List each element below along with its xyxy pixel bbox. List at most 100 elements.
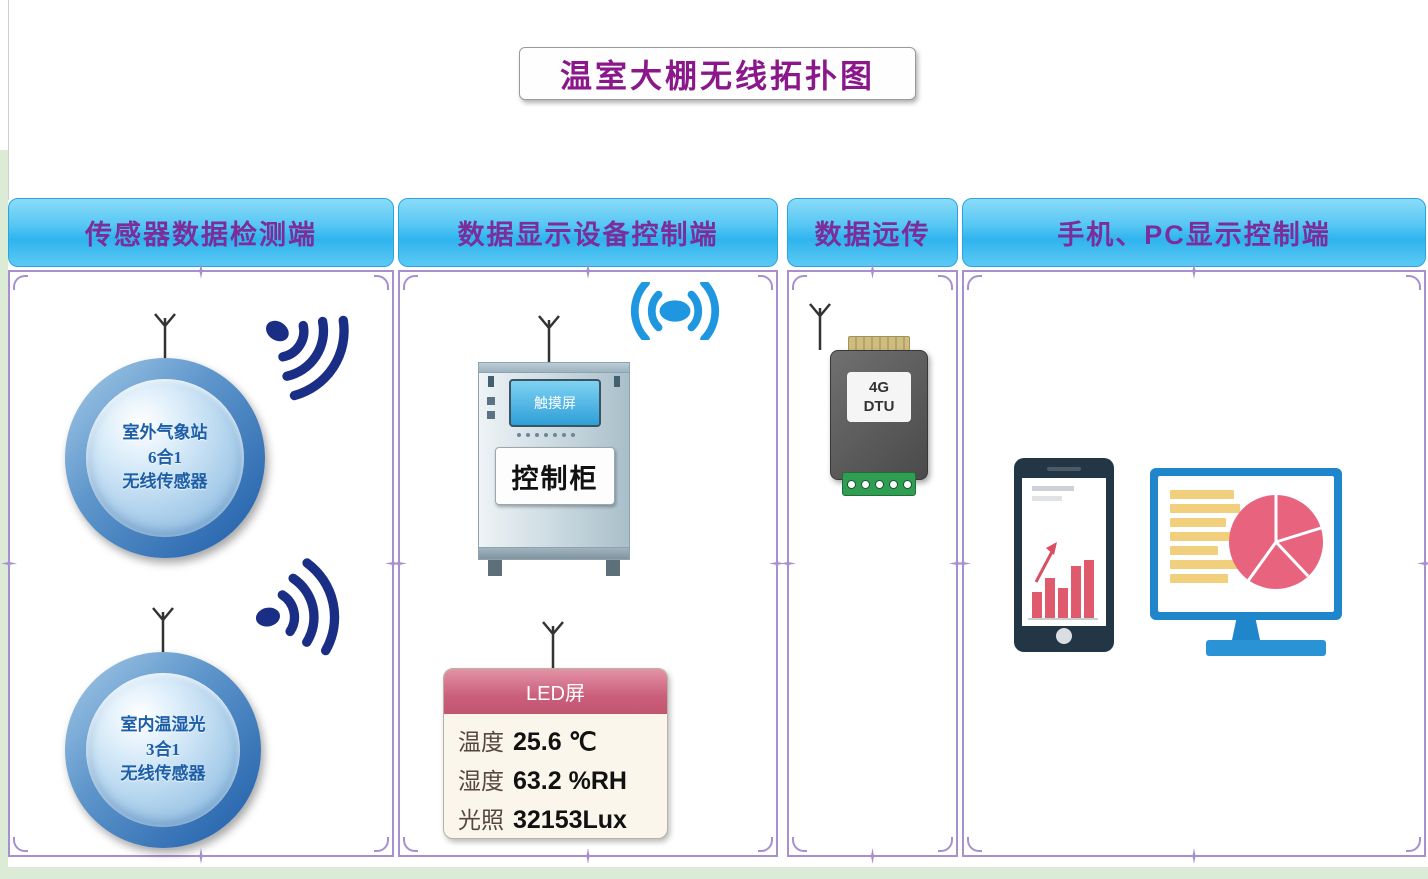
cabinet-side-button (487, 411, 495, 419)
cabinet-bolt (488, 376, 494, 387)
frame-star-ornament (580, 848, 596, 864)
cabinet-bolt (614, 376, 620, 387)
frame-corner-ornament (792, 275, 807, 290)
frame-corner-ornament (1406, 837, 1421, 852)
outdoor-weather-sensor-label: 室外气象站 6合1 无线传感器 (123, 421, 208, 495)
cabinet-vent-dots (517, 433, 575, 437)
frame-corner-ornament (374, 837, 389, 852)
antenna-icon (154, 313, 176, 360)
frame-corner-ornament (374, 275, 389, 290)
frame-corner-ornament (938, 275, 953, 290)
broadcast-signal-icon (630, 282, 720, 340)
frame-star-ornament (1186, 848, 1202, 864)
led-display-panel: LED屏 温度 25.6 ℃ 湿度 63.2 %RH 光照 32153Lux (443, 668, 668, 839)
light-value: 32153Lux (513, 806, 627, 834)
left-edge-strip (0, 150, 8, 879)
monitor-text-line (1170, 490, 1234, 499)
temperature-value: 25.6 ℃ (513, 728, 597, 756)
sensor-label-line: 室内温湿光 (120, 715, 206, 735)
humidity-label: 湿度 (458, 769, 504, 794)
sensor-label-line: 无线传感器 (120, 764, 206, 784)
led-display-header: LED屏 (444, 669, 667, 714)
outdoor-weather-sensor-face: 室外气象站 6合1 无线传感器 (86, 379, 244, 537)
temperature-label: 温度 (458, 730, 504, 755)
header-phone-pc: 手机、PC显示控制端 (962, 198, 1426, 267)
terminal-screw (860, 479, 870, 489)
phone-home-button (1056, 628, 1072, 644)
monitor-pie-chart (1229, 495, 1323, 589)
antenna-icon (538, 315, 560, 362)
frame-corner-ornament (1406, 275, 1421, 290)
indoor-sensor-label: 室内温湿光 3合1 无线传感器 (120, 713, 205, 787)
indoor-sensor: 室内温湿光 3合1 无线传感器 (65, 652, 261, 848)
outdoor-weather-sensor: 室外气象站 6合1 无线传感器 (65, 358, 265, 558)
header-remote-transmission-label: 数据远传 (814, 220, 931, 250)
frame-corner-ornament (403, 837, 418, 852)
frame-star-ornament (864, 848, 881, 864)
phone-screen (1022, 478, 1106, 626)
dtu-label-line: DTU (863, 398, 895, 415)
frame-corner-ornament (967, 275, 982, 290)
frame-star-ornament (193, 848, 209, 864)
frame-corner-ornament (403, 275, 418, 290)
header-phone-pc-label: 手机、PC显示控制端 (1057, 220, 1331, 250)
bottom-edge-strip (0, 867, 1428, 879)
sensor-label-line: 6合1 (148, 447, 182, 467)
monitor-text-line (1170, 504, 1240, 513)
phone-text-line (1032, 486, 1074, 491)
antenna-icon (542, 621, 564, 668)
led-row-light: 光照 32153Lux (458, 801, 667, 835)
monitor-text-line (1170, 574, 1228, 583)
dtu-label-line: 4G (868, 378, 889, 396)
antenna-icon (152, 607, 174, 654)
cabinet-name-plate: 控制柜 (495, 447, 615, 505)
frame-corner-ornament (13, 837, 28, 852)
frame-corner-ornament (938, 837, 953, 852)
monitor-stand-base (1206, 640, 1326, 656)
sensor-label-line: 3合1 (145, 739, 180, 759)
phone-text-line (1032, 496, 1062, 501)
terminal-screw (874, 479, 884, 489)
led-display-title: LED屏 (526, 683, 585, 705)
wireless-signal-icon (255, 558, 340, 656)
cabinet-base (479, 547, 629, 559)
frame-corner-ornament (792, 837, 807, 852)
sensor-label-line: 无线传感器 (122, 472, 208, 492)
diagram-title-box: 温室大棚无线拓扑图 (519, 47, 916, 100)
monitor-stand-neck (1232, 620, 1260, 640)
terminal-screw (846, 479, 856, 489)
led-row-humidity: 湿度 63.2 %RH (458, 762, 667, 796)
monitor-text-line (1170, 560, 1238, 569)
monitor-text-line (1170, 532, 1240, 541)
cabinet-foot (488, 560, 502, 576)
monitor-text-line (1170, 518, 1226, 527)
frame-corner-ornament (967, 837, 982, 852)
frame-star-ornament (780, 555, 796, 572)
touch-screen: 触摸屏 (509, 379, 601, 427)
humidity-value: 63.2 %RH (513, 767, 627, 795)
sensor-label-line: 室外气象站 (122, 423, 208, 443)
terminal-screw (902, 479, 912, 489)
monitor-text-line (1170, 546, 1218, 555)
phone-bar-chart (1028, 542, 1098, 620)
cabinet-side-button (487, 397, 495, 405)
led-row-temperature: 温度 25.6 ℃ (458, 723, 667, 757)
frame-star-ornament (1417, 555, 1428, 572)
led-display-body: 温度 25.6 ℃ 湿度 63.2 %RH 光照 32153Lux (444, 714, 667, 835)
header-remote-transmission: 数据远传 (787, 198, 958, 267)
cabinet-top-strip (479, 363, 629, 373)
wireless-signal-icon (266, 315, 349, 401)
dtu-terminal-block (842, 472, 916, 496)
pc-monitor (1150, 468, 1342, 620)
cabinet-name-plate-label: 控制柜 (511, 463, 599, 494)
cabinet-foot (606, 560, 620, 576)
dtu-label-plate: 4G DTU (847, 372, 911, 422)
header-display-control-label: 数据显示设备控制端 (457, 220, 719, 250)
light-label: 光照 (458, 808, 504, 833)
header-display-control: 数据显示设备控制端 (398, 198, 778, 267)
header-sensor-detection: 传感器数据检测端 (8, 198, 394, 267)
header-sensor-detection-label: 传感器数据检测端 (85, 220, 317, 250)
monitor-screen (1158, 476, 1334, 612)
terminal-screw (888, 479, 898, 489)
